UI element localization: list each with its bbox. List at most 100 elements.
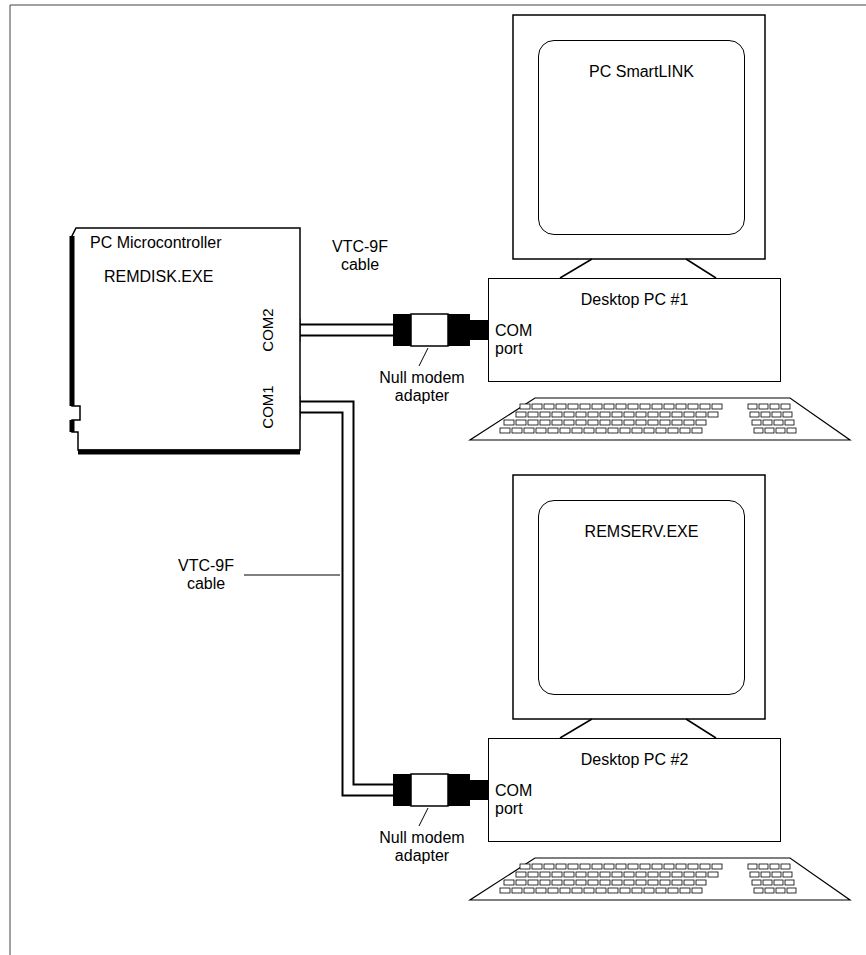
keyboard <box>652 864 662 869</box>
keyboard <box>759 864 768 869</box>
keyboard <box>680 428 690 433</box>
keyboard <box>700 864 710 869</box>
keyboard <box>752 420 761 425</box>
keyboard <box>692 428 702 433</box>
keyboard <box>668 888 678 893</box>
keyboard <box>528 872 538 877</box>
keyboard <box>640 864 650 869</box>
keyboard <box>470 398 850 440</box>
keyboard <box>783 872 792 877</box>
keyboard <box>504 420 514 425</box>
null-modem-adapter <box>448 314 470 346</box>
keyboard <box>536 428 546 433</box>
monitor-frame <box>560 259 716 278</box>
keyboard <box>576 420 586 425</box>
keyboard <box>776 428 785 433</box>
keyboard <box>632 888 642 893</box>
keyboard <box>781 404 790 409</box>
keyboard <box>540 872 550 877</box>
keyboard <box>680 888 690 893</box>
keyboard <box>516 880 526 885</box>
keyboard <box>624 412 634 417</box>
keyboard <box>540 420 550 425</box>
keyboard <box>532 404 542 409</box>
keyboard <box>608 428 618 433</box>
keyboard <box>592 864 602 869</box>
keyboard <box>754 888 763 893</box>
keyboard <box>520 864 530 869</box>
keyboard <box>636 412 646 417</box>
keyboard <box>688 864 698 869</box>
keyboard <box>754 428 763 433</box>
node-text: COM port <box>495 782 537 818</box>
keyboard <box>684 412 694 417</box>
node-title: Desktop PC #2 <box>489 751 780 769</box>
keyboard <box>552 872 562 877</box>
keyboard <box>672 412 682 417</box>
keyboard <box>776 888 785 893</box>
keyboard <box>652 404 662 409</box>
keyboard <box>761 872 770 877</box>
keyboard <box>470 858 850 900</box>
keyboard <box>500 428 510 433</box>
keyboard <box>781 864 790 869</box>
keyboard <box>556 864 566 869</box>
cable-label: VTC-9F cable <box>324 238 396 274</box>
keyboard <box>600 420 610 425</box>
keyboard <box>504 880 514 885</box>
keyboard <box>700 404 710 409</box>
monitor-frame <box>560 719 716 738</box>
keyboard <box>572 428 582 433</box>
leader-line <box>419 808 428 826</box>
keyboard <box>787 428 796 433</box>
keyboard <box>684 880 694 885</box>
node-text: REMDISK.EXE <box>104 268 213 286</box>
keyboard <box>783 412 792 417</box>
keyboard <box>576 880 586 885</box>
port-name: COM1 <box>258 367 278 447</box>
keyboard <box>636 880 646 885</box>
keyboard <box>696 880 706 885</box>
keyboard <box>540 880 550 885</box>
keyboard <box>628 864 638 869</box>
keyboard <box>664 864 674 869</box>
keyboard <box>648 420 658 425</box>
keyboard <box>588 880 598 885</box>
keyboard <box>592 404 602 409</box>
keyboard <box>624 420 634 425</box>
keyboard <box>624 880 634 885</box>
keyboard <box>752 880 761 885</box>
keyboard <box>616 864 626 869</box>
null-modem-adapter <box>393 314 411 346</box>
keyboard <box>524 888 534 893</box>
leader-line <box>419 348 428 366</box>
null-modem-adapter <box>411 314 448 346</box>
serial-cable <box>300 407 488 790</box>
keyboard <box>656 428 666 433</box>
keyboard <box>584 428 594 433</box>
keyboard <box>612 412 622 417</box>
keyboard <box>748 864 757 869</box>
keyboard <box>761 412 770 417</box>
node-title: PC Microcontroller <box>90 234 222 252</box>
keyboard <box>676 864 686 869</box>
null-modem-adapter <box>470 320 488 340</box>
keyboard <box>512 428 522 433</box>
cable-label: VTC-9F cable <box>170 557 242 593</box>
keyboard <box>576 872 586 877</box>
null-modem-adapter <box>470 780 488 800</box>
cable-outline <box>300 407 488 790</box>
keyboard <box>564 420 574 425</box>
keyboard <box>588 872 598 877</box>
keyboard <box>560 428 570 433</box>
keyboard <box>660 412 670 417</box>
keyboard <box>552 412 562 417</box>
monitor-frame <box>513 475 765 719</box>
keyboard <box>770 864 779 869</box>
board-outline <box>72 228 300 450</box>
keyboard <box>684 872 694 877</box>
keyboard <box>516 412 526 417</box>
keyboard <box>660 420 670 425</box>
cable-inner <box>300 407 488 790</box>
keyboard <box>765 888 774 893</box>
